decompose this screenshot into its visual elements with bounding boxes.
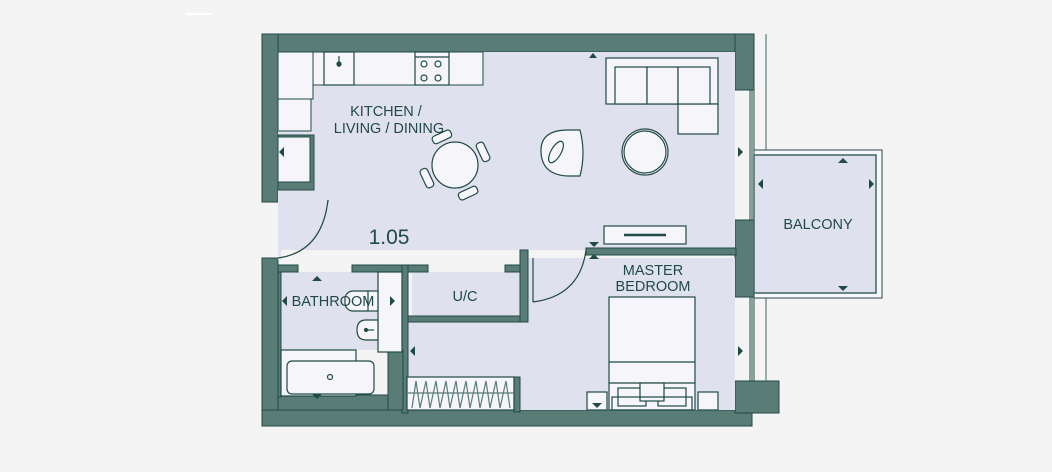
arrow-down-icon bbox=[312, 394, 322, 399]
coffee-table-icon bbox=[621, 128, 669, 176]
bathtub-icon bbox=[286, 360, 375, 395]
arrow-up-icon bbox=[312, 276, 322, 281]
interior-walls bbox=[277, 134, 737, 414]
arrow-down-icon bbox=[589, 242, 599, 247]
unit-number: 1.05 bbox=[369, 226, 410, 249]
bed-icon bbox=[586, 296, 719, 411]
balcony bbox=[753, 149, 883, 299]
sofa-icon bbox=[605, 57, 719, 135]
bathroom-fittings bbox=[280, 271, 403, 397]
armchair-icon bbox=[540, 129, 584, 177]
bedside-table-icon bbox=[586, 391, 608, 411]
arrow-right-icon bbox=[390, 296, 395, 306]
bedroom-label-line2: BEDROOM bbox=[616, 279, 691, 295]
arrow-left-icon bbox=[282, 296, 287, 306]
arrow-up-icon bbox=[589, 254, 599, 259]
basin-icon bbox=[356, 319, 379, 341]
orientation-markers bbox=[279, 53, 874, 408]
arrow-left-icon bbox=[758, 179, 763, 189]
doors bbox=[277, 199, 587, 303]
bedside-table-icon bbox=[697, 391, 719, 411]
tv-unit-icon bbox=[603, 225, 687, 245]
sink-icon bbox=[323, 51, 355, 86]
bedroom-label-line1: MASTER bbox=[623, 263, 683, 279]
kitchen-label-line1: KITCHEN / bbox=[350, 104, 423, 120]
arrow-right-icon bbox=[738, 346, 743, 356]
arrow-down-icon bbox=[592, 403, 602, 408]
utility-label: U/C bbox=[453, 289, 478, 305]
arrow-left-icon bbox=[410, 346, 415, 356]
arrow-right-icon bbox=[738, 147, 743, 157]
wardrobe-icon bbox=[406, 376, 515, 411]
arrow-left-icon bbox=[279, 147, 284, 157]
arrow-up-icon bbox=[838, 158, 848, 163]
balcony-label: BALCONY bbox=[783, 217, 853, 233]
bathroom-label: BATHROOM bbox=[292, 294, 375, 310]
arrow-up-icon bbox=[589, 53, 597, 58]
arrow-right-icon bbox=[869, 179, 874, 189]
arrow-down-icon bbox=[838, 286, 848, 291]
kitchen-label-line2: LIVING / DINING bbox=[334, 121, 444, 137]
hob-icon bbox=[414, 51, 450, 86]
toilet-icon bbox=[344, 290, 379, 312]
dining-table-icon bbox=[419, 129, 491, 201]
